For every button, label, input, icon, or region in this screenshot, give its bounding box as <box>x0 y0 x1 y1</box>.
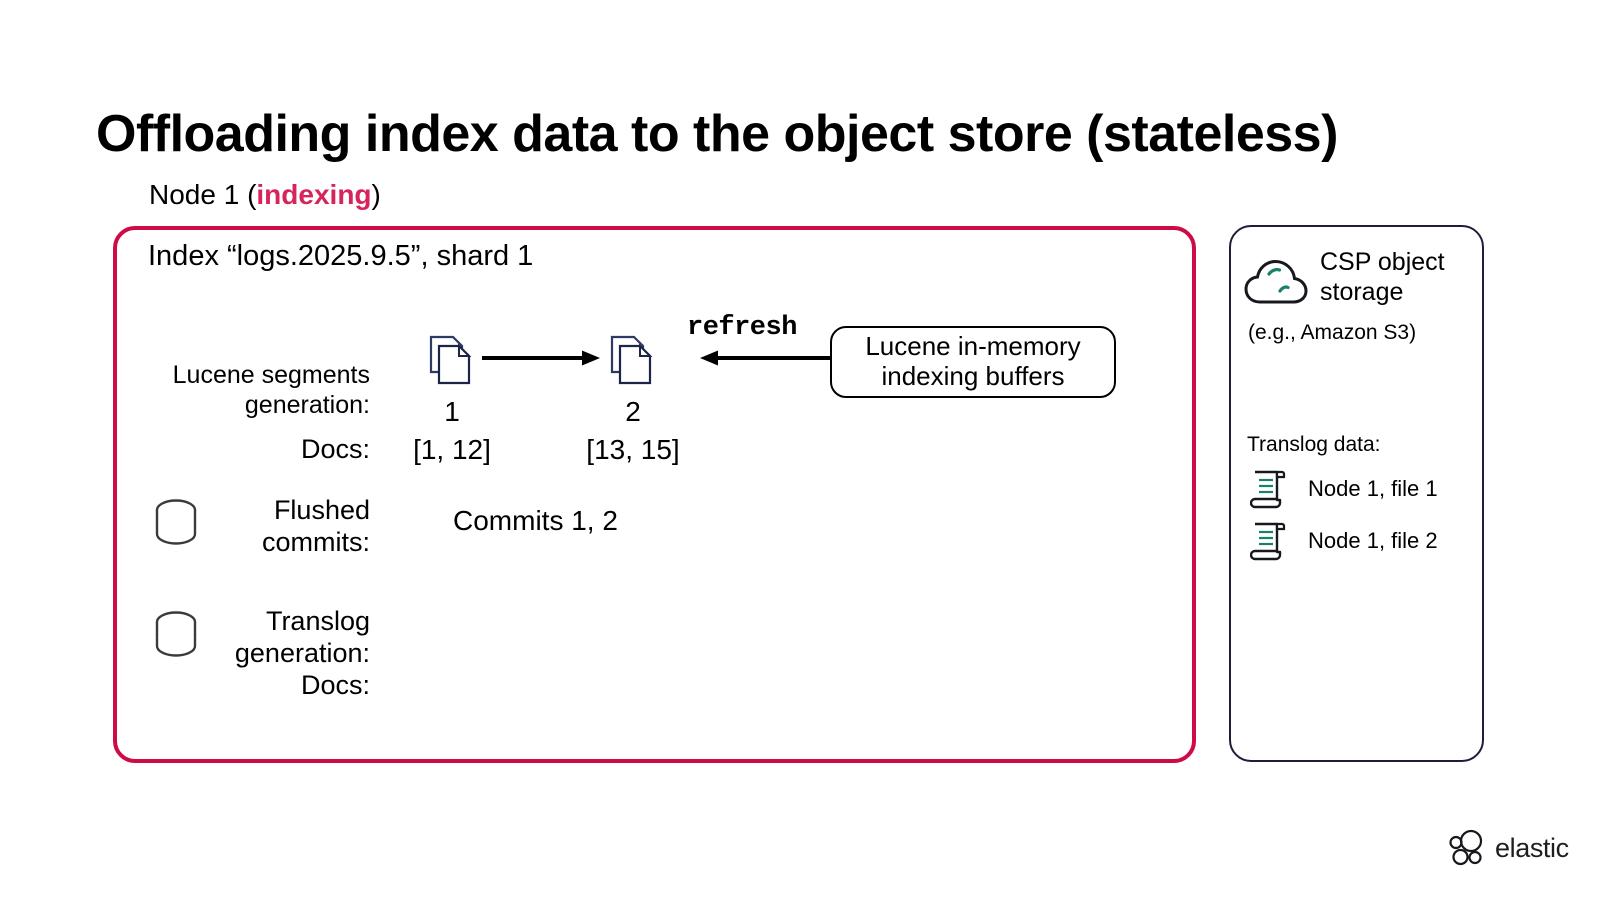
index-title: Index “logs.2025.9.5”, shard 1 <box>148 240 534 272</box>
node-role-label: Node 1 (indexing) <box>149 179 381 211</box>
translog-file-row: Node 1, file 1 <box>1250 467 1480 511</box>
document-pages-icon <box>429 335 472 385</box>
database-cylinder-icon <box>155 499 197 545</box>
csp-object-storage-title: CSP object storage <box>1320 248 1445 306</box>
flushed-commits-label: Flushed commits: <box>262 495 370 557</box>
flushed-commits-value: Commits 1, 2 <box>453 505 618 536</box>
segment-docs-value: [1, 12] <box>413 434 491 465</box>
refresh-label: refresh <box>687 313 797 343</box>
shard-panel <box>113 226 1196 763</box>
scroll-document-icon <box>1250 522 1286 561</box>
page-title: Offloading index data to the object stor… <box>96 105 1338 163</box>
arrow-left-icon <box>700 350 835 366</box>
document-pages-icon <box>610 335 653 385</box>
elastic-logo: elastic <box>1448 826 1569 870</box>
translog-file-label: Node 1, file 2 <box>1308 528 1438 553</box>
database-cylinder-icon <box>155 611 197 657</box>
csp-object-storage-panel <box>1229 225 1484 762</box>
translog-file-row: Node 1, file 2 <box>1250 519 1480 563</box>
lucene-inmemory-buffers-box: Lucene in-memory indexing buffers <box>830 326 1116 398</box>
segment-generation-value: 2 <box>625 396 641 427</box>
lucene-segments-generation-label: Lucene segments generation: <box>172 361 370 419</box>
segment-generation-value: 1 <box>444 396 460 427</box>
translog-data-label: Translog data: <box>1247 433 1381 456</box>
segments-docs-label: Docs: <box>300 434 370 464</box>
translog-file-label: Node 1, file 1 <box>1308 476 1438 501</box>
scroll-document-icon <box>1250 470 1286 509</box>
elastic-cluster-logo <box>1449 829 1483 866</box>
node-label-suffix: ) <box>371 179 381 210</box>
translog-generation-label: Translog generation: Docs: <box>234 606 370 700</box>
elastic-wordmark: elastic <box>1495 832 1569 863</box>
node-label-emphasis: indexing <box>256 179 372 210</box>
segment-docs-value: [13, 15] <box>586 434 680 465</box>
arrow-right-icon <box>482 350 600 366</box>
node-label-prefix: Node 1 ( <box>149 179 257 210</box>
csp-object-storage-subtitle: (e.g., Amazon S3) <box>1248 321 1417 344</box>
cloud-icon <box>1244 259 1308 304</box>
